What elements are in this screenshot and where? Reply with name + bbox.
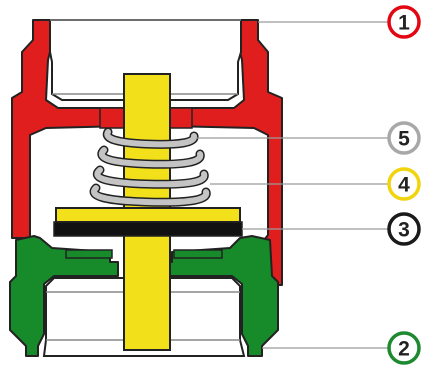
lower-housing (9, 235, 279, 357)
callout-1-label: 1 (398, 12, 410, 35)
callout-2: 2 (387, 331, 421, 365)
lower-seat (65, 249, 223, 259)
callout-5: 5 (387, 121, 421, 155)
callout-3: 3 (387, 212, 421, 246)
callout-3-label: 3 (398, 219, 410, 242)
callout-4: 4 (387, 167, 421, 201)
callout-4-label: 4 (398, 174, 410, 197)
upper-port (49, 19, 242, 101)
callout-5-label: 5 (398, 128, 410, 151)
valve-disc (55, 207, 241, 223)
callout-1: 1 (387, 5, 421, 39)
callout-2-label: 2 (398, 338, 410, 361)
valve-seal (53, 221, 243, 237)
upper-housing (11, 19, 283, 286)
leader-lines (196, 21, 388, 349)
